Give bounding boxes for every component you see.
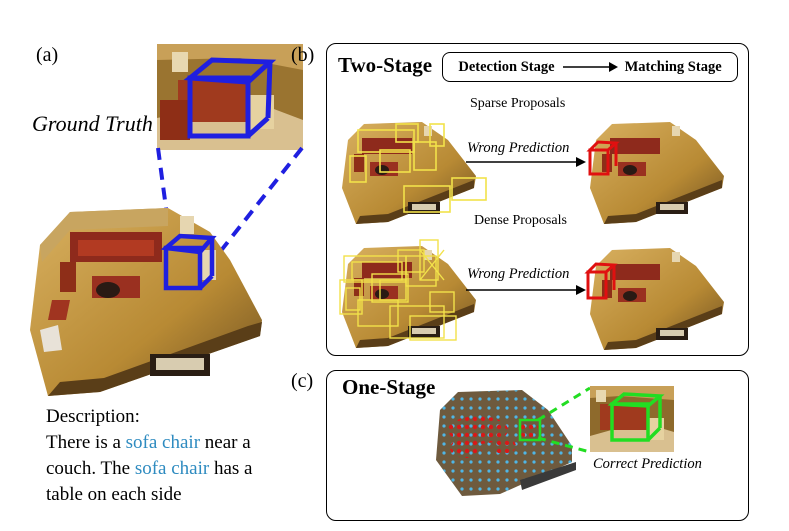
panel-b-letter: (b) — [291, 44, 315, 66]
correct-prediction-label: Correct Prediction — [593, 456, 702, 472]
description-block: Description: There is a sofa chair near … — [46, 404, 306, 508]
sparse-result-scene — [586, 122, 724, 224]
panel-a-letter: (a) — [36, 44, 59, 66]
panel-b-frame — [326, 43, 749, 356]
dense-proposals-scene — [339, 239, 476, 348]
two-stage-title: Two-Stage — [338, 53, 433, 77]
scene-3d-room-image — [30, 208, 262, 396]
description-heading: Description: — [46, 406, 140, 427]
description-line-1: There is a sofa chair near a — [46, 432, 251, 453]
correct-prediction-zoom-image — [590, 386, 674, 452]
wrong-prediction-label-2: Wrong Prediction — [467, 266, 570, 282]
matching-stage-label: Matching Stage — [624, 58, 722, 75]
zoom-connector-left — [156, 147, 172, 239]
one-stage-title: One-Stage — [342, 375, 436, 399]
highlight-sofa-chair-1: sofa chair — [125, 432, 201, 453]
one-stage-point-cloud-scene — [436, 390, 576, 496]
detection-stage-label: Detection Stage — [458, 58, 555, 75]
description-line-2: couch. The sofa chair has a — [46, 458, 253, 479]
panel-c-letter: (c) — [291, 370, 314, 392]
sparse-proposals-label: Sparse Proposals — [470, 96, 566, 111]
ground-truth-label: Ground Truth — [32, 111, 153, 136]
ground-truth-zoom-image — [157, 44, 303, 150]
zoom-connector-upper — [537, 386, 591, 422]
dense-arrow-head — [576, 285, 586, 295]
panel-c-frame — [326, 370, 749, 521]
dense-proposals-label: Dense Proposals — [474, 213, 567, 228]
wrong-prediction-label-1: Wrong Prediction — [467, 140, 570, 156]
sparse-proposals-scene — [342, 122, 487, 224]
zoom-connector-lower — [537, 436, 591, 454]
arrow-right-icon — [562, 62, 618, 72]
sparse-arrow-head — [576, 157, 586, 167]
dense-result-scene — [584, 248, 724, 350]
highlight-sofa-chair-2: sofa chair — [134, 458, 210, 479]
zoom-connector-right — [210, 146, 304, 264]
description-line-3: table on each side — [46, 484, 182, 505]
pipeline-box: Detection Stage Matching Stage — [442, 52, 738, 82]
